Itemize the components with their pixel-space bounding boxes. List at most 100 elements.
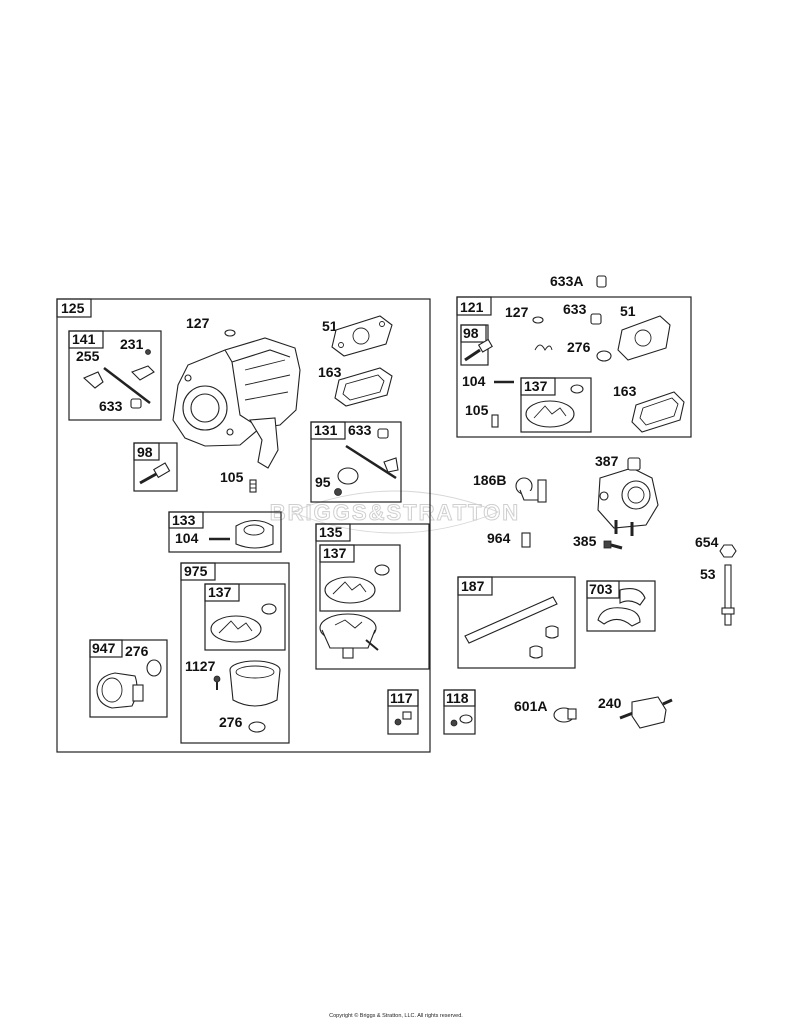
part-127-label: 127 [505,304,529,320]
kit-133-label: 133 [172,512,196,528]
kit-117-label: 117 [390,690,413,706]
part-127-label: 127 [186,315,210,331]
kit-187-label: 187 [461,578,485,594]
o-ring-icon [532,316,544,324]
part-387-label: 387 [595,453,619,469]
kit-121-box [456,296,692,438]
kit-98-tag [460,324,487,343]
kit-187-tag [457,576,493,596]
fuel-pump-icon [597,457,659,536]
stud-icon [721,564,735,626]
kit-125-label: 125 [61,300,85,316]
kit-125-tag [56,298,92,318]
gasket-icon [631,391,685,433]
part-53-label: 53 [700,566,716,582]
gasket-icon [617,315,671,361]
kit-98-label: 98 [137,444,153,460]
kit-118-tag [443,689,476,707]
part-255-label: 255 [76,348,100,364]
jet-icon [394,711,412,726]
float-icon [235,519,274,549]
kit-131-tag [310,421,346,440]
kit-141-tag [68,330,104,349]
kit-137-tag [319,544,355,563]
kit-133-tag [168,511,204,529]
kit-137-box [204,583,286,651]
part-633-label: 633 [99,398,123,414]
bushing-icon [590,313,602,325]
bolt-icon [603,540,623,550]
spring-icon [534,344,553,351]
part-654-label: 654 [695,534,719,550]
bowl-gasket-icon [324,564,390,604]
fuel-bowl-icon [229,660,281,707]
kit-137-label: 137 [524,378,548,394]
brand-watermark: BRIGGS&STRATTON [269,490,520,534]
o-ring-icon [224,329,236,337]
part-276-label: 276 [567,339,591,355]
part-601A-label: 601A [514,698,547,714]
fuel-filter-icon [619,696,673,729]
copyright-text: Copyright © Briggs & Stratton, LLC. All … [329,1013,463,1019]
screw-icon [249,479,257,493]
part-964-label: 964 [487,530,511,546]
part-95-label: 95 [315,474,331,490]
bushing-icon [596,275,607,288]
kit-141-box [68,330,162,421]
kit-947-tag [89,639,123,658]
choke-shaft-icon [334,428,399,496]
part-163-label: 163 [613,383,637,399]
part-186B-label: 186B [473,472,506,488]
part-105-label: 105 [220,469,244,485]
kit-975-label: 975 [184,563,208,579]
kit-947-label: 947 [92,640,116,656]
carburetor-body-icon [172,337,301,469]
bowl-gasket-icon [525,384,584,428]
part-633-label: 633 [563,301,587,317]
kit-137-label: 137 [208,584,232,600]
kit-121-tag [456,296,492,316]
part-276-label: 276 [219,714,243,730]
kit-975-box [180,562,290,744]
kit-137-label: 137 [323,545,347,561]
watermark-text: BRIGGS&STRATTON [270,500,520,525]
kit-118-label: 118 [446,690,469,706]
fuel-bowl-assembly-icon [319,613,379,659]
part-633A-label: 633A [550,273,583,289]
kit-975-tag [180,562,216,581]
kit-137-tag [520,377,556,396]
hose-clamp-icon [553,707,577,723]
kit-117-tag [387,689,419,707]
kit-131-label: 131 [314,422,338,438]
elbow-fitting-icon [515,477,547,503]
washer-icon [146,659,162,677]
kit-135-label: 135 [319,524,343,540]
part-104-label: 104 [462,373,486,389]
part-240-label: 240 [598,695,622,711]
washer-icon [248,721,266,733]
nut-icon [719,544,737,558]
kit-141-label: 141 [72,331,96,347]
part-163-label: 163 [318,364,342,380]
part-51-label: 51 [620,303,636,319]
kit-135-box [315,523,430,670]
clamp-icon [597,588,646,627]
kit-703-box [586,580,656,632]
solenoid-icon [96,672,144,709]
jet-icon [450,714,473,727]
part-104-label: 104 [175,530,199,546]
kit-137-box [520,377,592,433]
part-105-label: 105 [465,402,489,418]
kit-947-box [89,639,168,718]
kit-135-tag [315,523,351,542]
part-51-label: 51 [322,318,338,334]
kit-131-box [310,421,402,503]
kit-133-box [168,511,282,553]
kit-125-box [56,298,431,753]
kit-98-tag [133,442,160,461]
gasket-icon [331,315,393,357]
idle-screw-icon [139,462,171,485]
kit-121-label: 121 [460,299,484,315]
washer-icon [596,350,612,362]
